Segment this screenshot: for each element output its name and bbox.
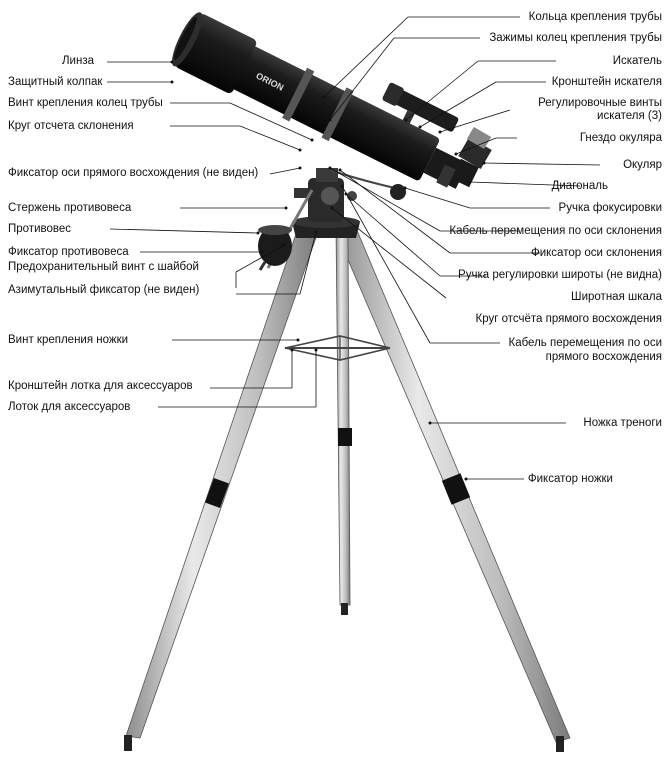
label-latitude-knob: Ручка регулировки широты (не видна) <box>458 269 662 281</box>
label-ra-cable-1: Кабель перемещения по оси <box>508 337 663 349</box>
label-dec-circle: Круг отсчета склонения <box>8 120 134 132</box>
label-ra-circle: Круг отсчёта прямого восхождения <box>475 313 663 325</box>
leg-lock-right <box>441 473 471 505</box>
label-finder-screws-2: искателя (3) <box>597 110 662 122</box>
label-dust-cap: Защитный колпак <box>8 76 103 88</box>
label-latitude-scale: Широтная шкала <box>571 291 662 303</box>
label-lens: Линза <box>62 55 94 67</box>
label-tube-ring-screw: Винт крепления колец трубы <box>8 97 163 109</box>
dec-cable <box>329 169 396 189</box>
label-focus-knob: Ручка фокусировки <box>558 202 662 214</box>
leg-foot-right <box>556 736 564 752</box>
leader-lines <box>107 16 601 480</box>
label-eyepiece: Окуляр <box>623 159 662 171</box>
label-safety-screw: Предохранительный винт с шайбой <box>8 261 199 273</box>
label-dec-lock: Фиксатор оси склонения <box>530 247 662 259</box>
leader-arrowheads <box>170 60 486 481</box>
label-tube-rings: Кольца крепления трубы <box>528 11 662 23</box>
label-leg-screw: Винт крепления ножки <box>8 334 129 346</box>
leg-foot-back <box>341 603 348 615</box>
label-azimuth-lock: Азимутальный фиксатор (не виден) <box>8 284 200 296</box>
leg-lock-left <box>205 478 229 508</box>
tripod-leg-back <box>335 227 351 606</box>
label-diagonal: Диагональ <box>551 180 608 192</box>
label-tube-ring-clamps: Зажимы колец крепления трубы <box>489 32 662 44</box>
label-ra-lock: Фиксатор оси прямого восхождения (не вид… <box>8 167 259 179</box>
counterweight-assembly <box>258 189 314 271</box>
label-eyepiece-socket: Гнездо окуляра <box>579 132 662 144</box>
leg-foot-left <box>124 735 132 751</box>
leg-lock-back <box>338 428 352 446</box>
label-tray: Лоток для аксессуаров <box>8 401 131 413</box>
label-counterweight: Противовес <box>8 223 71 235</box>
label-finder: Искатель <box>612 55 662 67</box>
label-finder-screws-1: Регулировочные винты <box>538 97 662 109</box>
label-ra-cable-2: прямого восхождения <box>545 351 662 363</box>
label-tripod-leg: Ножка треноги <box>583 417 662 429</box>
label-finder-bracket: Кронштейн искателя <box>551 76 662 88</box>
label-counterweight-lock: Фиксатор противовеса <box>8 246 129 258</box>
label-tray-bracket: Кронштейн лотка для аксессуаров <box>8 380 193 392</box>
counterweight <box>258 226 292 266</box>
label-counterweight-shaft: Стержень противовеса <box>8 202 132 214</box>
label-leg-lock: Фиксатор ножки <box>527 473 613 485</box>
label-dec-cable: Кабель перемещения по оси склонения <box>449 225 662 237</box>
tripod <box>124 216 571 752</box>
diagonal-eyepiece <box>436 126 492 188</box>
